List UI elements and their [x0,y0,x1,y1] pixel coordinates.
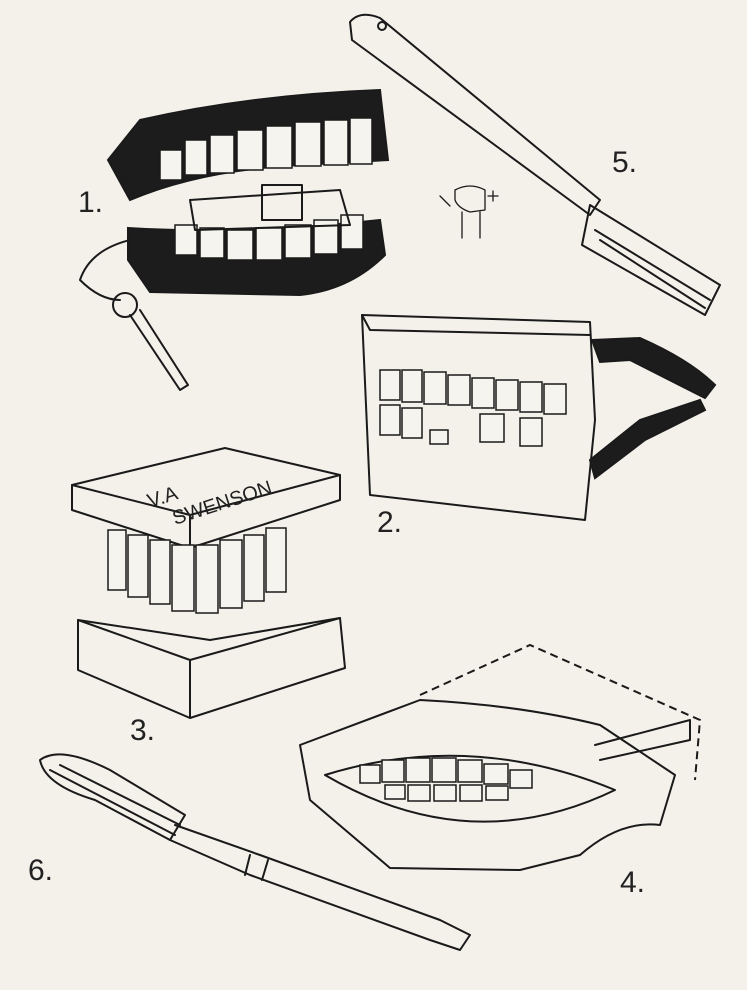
label-2: 2. [377,506,402,539]
dental-cast-articulator-drawing [361,314,717,521]
fist-sketch-icon [439,185,499,239]
label-4: 4. [620,866,645,899]
lips-dental-block-drawing [299,643,702,871]
wind-up-teeth-drawing [79,88,390,391]
ornate-toothbrush-drawing [39,753,471,951]
label-6: 6. [28,854,53,887]
label-5: 5. [612,146,637,179]
swenson-teeth-block-drawing: V.A SWENSON [71,447,346,719]
wooden-toothbrush-drawing [349,13,721,316]
block-inscription-name: SWENSON [170,477,275,530]
label-3: 3. [130,714,155,747]
label-1: 1. [78,186,103,219]
